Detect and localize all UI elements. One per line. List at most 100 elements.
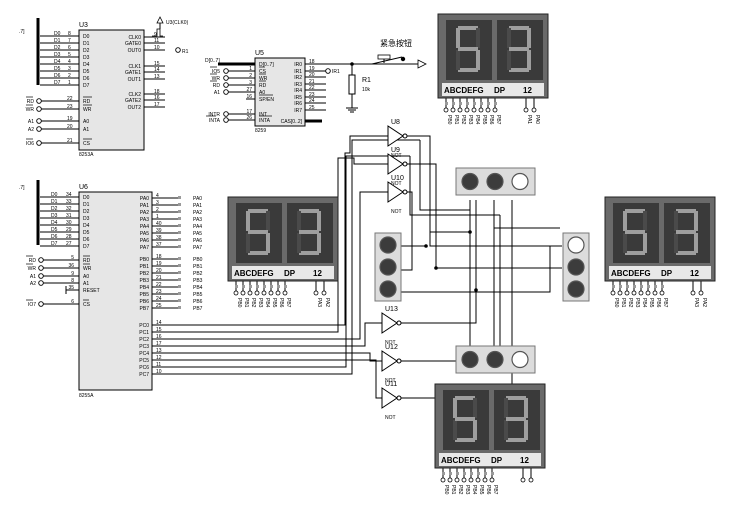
pin-net-label: PA1: [526, 115, 532, 124]
segment: [455, 396, 475, 400]
net-label: IO5: [212, 69, 220, 75]
pin-name: D1: [83, 202, 90, 208]
pin-name: D[0..7]: [259, 62, 274, 68]
pin-name: PB7: [140, 306, 150, 312]
pin-name: OUT0: [128, 48, 142, 54]
pin-num: 21: [67, 138, 73, 144]
net-label: A2: [30, 281, 36, 287]
pin-name: D3: [83, 216, 90, 222]
terminal: [325, 68, 331, 74]
pin-name: PA1: [140, 203, 149, 209]
pin-terminal: [247, 290, 253, 296]
wire: [401, 200, 495, 362]
gate-body: [381, 387, 398, 409]
net-marker: [494, 102, 497, 105]
segment: [317, 211, 321, 231]
pin-net-label: PB2: [250, 298, 256, 308]
wire: [178, 135, 388, 326]
label-strip: [609, 266, 711, 279]
net-label: D4: [54, 59, 61, 65]
segment: [458, 26, 478, 30]
pin-terminal: [457, 107, 463, 113]
pin-num: 8: [68, 31, 71, 37]
net-label: D7: [54, 80, 61, 86]
pin-net-label: PB1: [450, 485, 456, 495]
segment-label: ABCDEFG: [234, 269, 274, 278]
net-label: D1: [54, 38, 61, 44]
pin-num: 25: [156, 303, 162, 309]
pin-num: 23: [309, 92, 315, 98]
pin-num: 5: [71, 255, 74, 261]
pin-num: 2: [249, 73, 252, 79]
pin-num: 3: [156, 200, 159, 206]
wire: [178, 191, 388, 340]
terminal: [36, 106, 42, 112]
terminal: [175, 47, 181, 53]
segment: [473, 420, 477, 440]
net-marker: [612, 285, 615, 288]
gate-bubble: [396, 358, 402, 364]
pin-terminal: [464, 107, 470, 113]
select-label: 12: [523, 86, 532, 95]
pin-name: IR6: [294, 101, 302, 107]
chip-part: 8255A: [79, 393, 94, 399]
segment: [625, 230, 645, 234]
chip-part: 8253A: [79, 152, 94, 158]
pin-terminal: [492, 107, 498, 113]
pin-name: D2: [83, 209, 90, 215]
terminal: [223, 111, 229, 117]
gate-bubble: [402, 189, 408, 195]
chip-part: 8259: [255, 128, 266, 134]
pin-num: 9: [154, 32, 157, 38]
gate-label: NOT: [391, 209, 402, 215]
pin-name: INTA: [259, 118, 271, 124]
clock-wave: [152, 28, 163, 37]
junction-dot: [474, 288, 478, 292]
pin-name: A1: [83, 127, 89, 133]
junction-dot: [424, 244, 428, 248]
clock-label: U3(CLK0): [166, 20, 189, 26]
net-label: A1: [214, 90, 220, 96]
terminal: [223, 75, 229, 81]
pin-name: RD: [83, 258, 91, 264]
net-label: D2: [51, 206, 58, 212]
pin-num: 16: [154, 95, 160, 101]
segment: [676, 209, 696, 213]
pin-num: 17: [156, 341, 162, 347]
pin-num: 3: [249, 80, 252, 86]
net-marker: [480, 102, 483, 105]
net-label: WR: [212, 76, 221, 82]
pin-name: PB3: [140, 278, 150, 284]
label-strip: [439, 453, 541, 466]
pin-net-label: PB3: [467, 115, 473, 125]
net-marker: [459, 102, 462, 105]
net-marker: [178, 231, 181, 234]
net-label: IO6: [26, 141, 34, 147]
net-marker: [470, 472, 473, 475]
select-label: 12: [313, 269, 322, 278]
net-label: D7: [51, 241, 58, 247]
pin-name: PC5: [139, 358, 149, 364]
bus-label: .7]: [19, 185, 25, 191]
net-marker: [249, 285, 252, 288]
net-marker: [178, 278, 181, 281]
pin-net-label: PB0: [446, 115, 452, 125]
pin-num: 26: [246, 115, 252, 121]
net-marker: [178, 203, 181, 206]
clock-arrow: [156, 16, 164, 24]
pin-num: 37: [156, 242, 162, 248]
pin-net-label: PB5: [648, 298, 654, 308]
pin-num: 4: [68, 59, 71, 65]
net-label: PA3: [193, 217, 202, 223]
gate-ref: U9: [391, 147, 400, 154]
net-label: D6: [54, 73, 61, 79]
select-label: 12: [690, 269, 699, 278]
pin-num: 20: [67, 124, 73, 130]
pin-name: RD: [259, 83, 267, 89]
pin-num: 36: [68, 263, 74, 269]
segment: [524, 398, 528, 418]
